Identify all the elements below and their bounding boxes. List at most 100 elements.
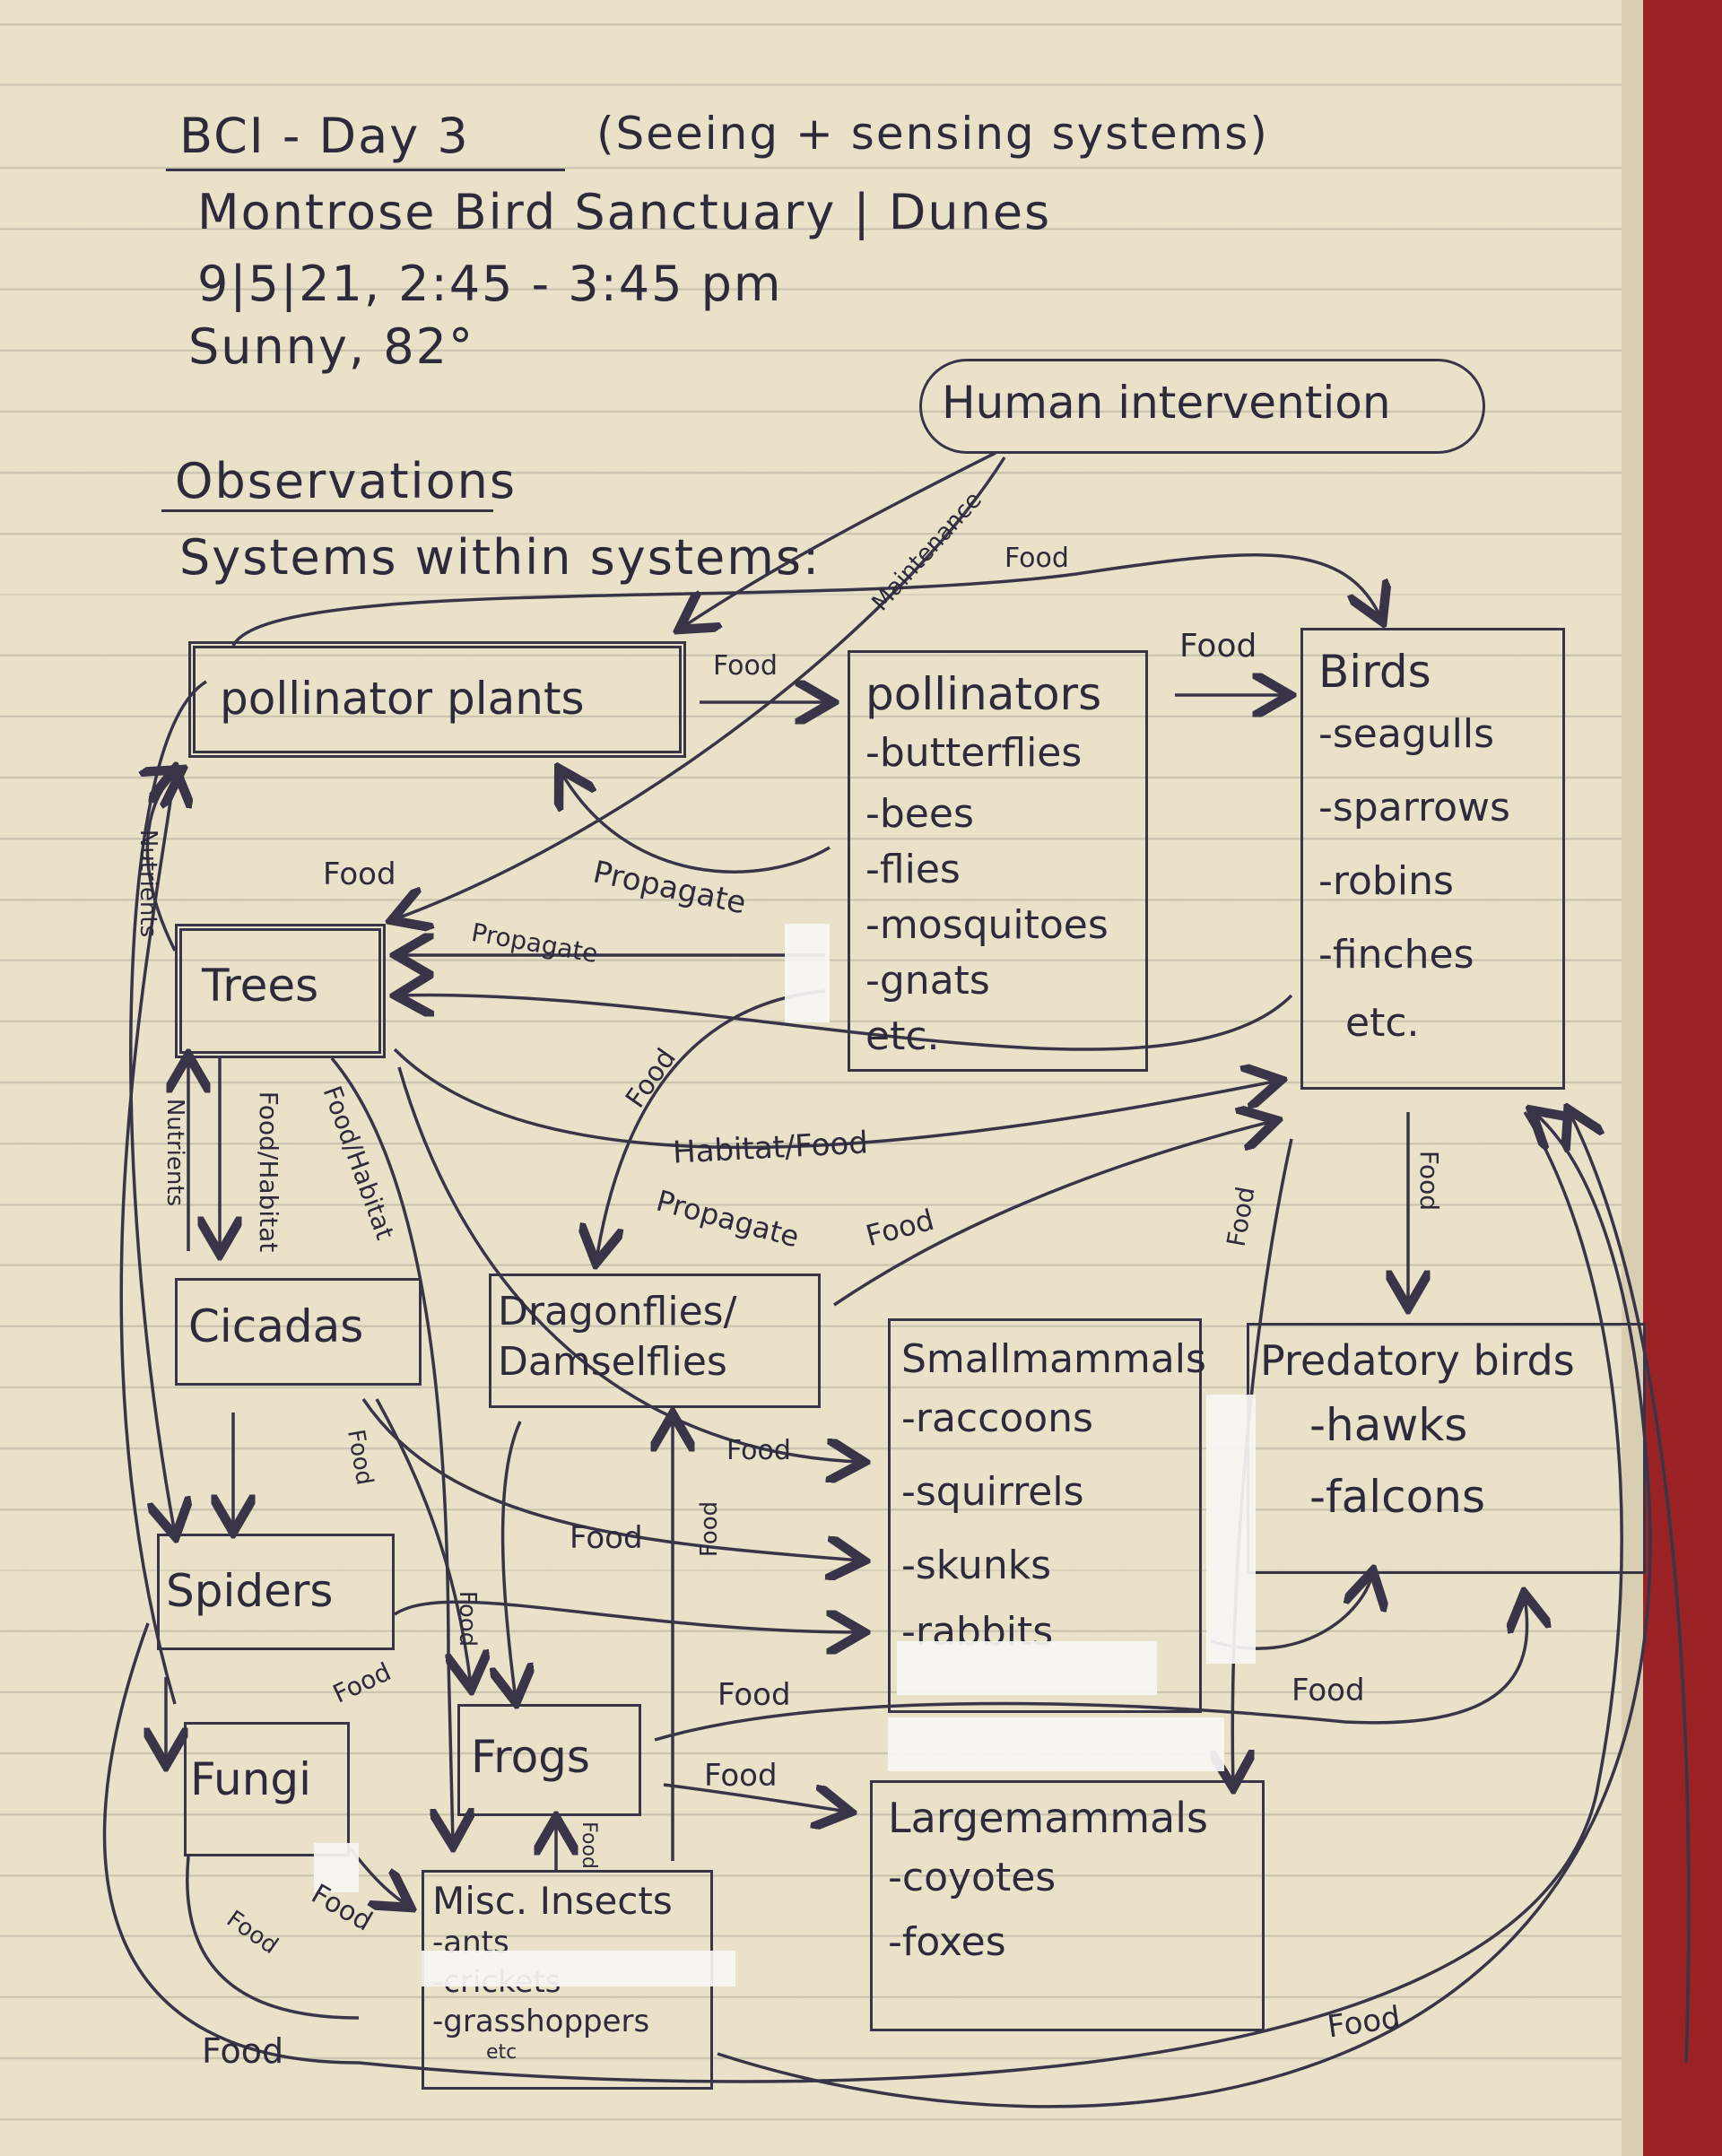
bird-item: etc. — [1345, 1000, 1420, 1046]
small-mammal-item: -raccoons — [901, 1395, 1093, 1441]
edge-label-food: Food — [713, 650, 778, 682]
arrow-trees-small-mammals — [397, 1066, 861, 1462]
bird-item: -seagulls — [1318, 711, 1495, 757]
birds-list: Birds -seagulls -sparrows -robins -finch… — [1318, 646, 1510, 1055]
small-mammals-box — [888, 1318, 1202, 1713]
pollinators-box — [848, 650, 1148, 1072]
misc-insects-list: Misc. Insects -ants -crickets -grasshopp… — [432, 1879, 673, 2065]
edge-label-food: Food — [718, 1677, 791, 1713]
predatory-birds-title: Predatory birds — [1260, 1336, 1575, 1385]
arrow-human-plants — [682, 451, 996, 628]
arrow-birds-trees — [399, 995, 1293, 1051]
edge-label-food: Food — [726, 1435, 791, 1466]
large-mammal-item: -foxes — [888, 1919, 1006, 1965]
edge-label-food: Food — [1004, 543, 1069, 574]
page-subtitle: (Seeing + sensing systems) — [596, 108, 1269, 160]
arrow-dragonflies-birds — [833, 1121, 1274, 1307]
bird-item: -robins — [1318, 858, 1454, 904]
tape-patch — [1206, 1395, 1256, 1664]
title-underline — [166, 169, 565, 171]
large-mammals-box — [870, 1780, 1265, 2031]
pollinators-list: pollinators -butterflies -bees -flies -m… — [865, 668, 1109, 1065]
spiders-label: Spiders — [166, 1565, 334, 1617]
cicadas-label: Cicadas — [188, 1300, 364, 1352]
notebook-cover — [1643, 0, 1722, 2156]
pollinator-item: -gnats — [865, 958, 990, 1004]
edge-label-food: Food — [704, 1758, 778, 1794]
arrow-loop-birds — [1570, 1112, 1691, 2064]
edge-label-food: Food — [323, 856, 396, 892]
small-mammals-list: Smallmammals -raccoons -squirrels -skunk… — [901, 1336, 1206, 1662]
page-title: BCI - Day 3 — [179, 108, 470, 164]
tape-patch — [888, 1717, 1224, 1771]
arrow-pollinators-dragonflies — [596, 989, 826, 1260]
cicadas-box — [175, 1278, 422, 1386]
arrow-plants-food-birds — [231, 552, 1381, 647]
arrow-plants-spiders — [129, 680, 207, 1534]
birds-title: Birds — [1318, 646, 1431, 698]
edge-label-food: Food — [696, 1500, 724, 1558]
pollinator-item: -butterflies — [865, 730, 1083, 776]
arrow-frogs-large-mammals — [663, 1783, 848, 1812]
trees-box — [175, 924, 386, 1058]
pollinator-item: -mosquitoes — [865, 902, 1109, 948]
frogs-label: Frogs — [471, 1731, 590, 1783]
datetime-text: 9|5|21, 2:45 - 3:45 pm — [197, 256, 783, 312]
edge-label-food: Food — [1179, 628, 1257, 665]
edge-label-nutrients: Nutrients — [161, 1098, 189, 1207]
arrow-human-trees — [395, 456, 1006, 919]
pollinators-title: pollinators — [865, 668, 1102, 720]
large-mammal-item: -coyotes — [888, 1855, 1057, 1900]
page-edge — [1622, 0, 1643, 2156]
location-text: Montrose Bird Sanctuary | Dunes — [197, 184, 1052, 240]
arrow-dragonflies-frogs — [503, 1421, 520, 1700]
fungi-label: Fungi — [190, 1753, 312, 1805]
arrow-insects-birds — [717, 1112, 1652, 2108]
pollinator-item: -flies — [865, 847, 961, 892]
tape-patch — [897, 1641, 1157, 1695]
edge-label-food-habitat: Food/Habitat — [254, 1091, 284, 1253]
pollinator-plants-label: pollinator plants — [220, 673, 585, 725]
bird-item: -sparrows — [1318, 785, 1510, 830]
human-intervention-oval — [919, 359, 1485, 454]
systems-heading: Systems within systems: — [179, 529, 822, 586]
misc-insect-item: -grasshoppers — [432, 2004, 650, 2039]
edge-label-food: Food — [1292, 1673, 1365, 1708]
edge-label-food: Food — [577, 1821, 600, 1869]
arrow-frogs-predatory — [654, 1596, 1527, 1742]
large-mammals-list: Largemammals -coyotes -foxes — [888, 1794, 1208, 1971]
human-intervention-label: Human intervention — [942, 377, 1391, 429]
predatory-bird-item: -falcons — [1309, 1471, 1485, 1523]
spiders-box — [157, 1534, 395, 1650]
tape-patch — [785, 924, 830, 1022]
observations-heading: Observations — [175, 453, 517, 509]
arrow-spiders-small-mammals — [394, 1600, 861, 1632]
arrow-trees-birds — [393, 1048, 1278, 1150]
arrow-cicadas-frogs — [375, 1398, 471, 1686]
dragonflies-label: Dragonflies/ Damselflies — [498, 1289, 737, 1385]
large-mammals-title: Largemammals — [888, 1794, 1208, 1842]
trees-label: Trees — [202, 960, 319, 1012]
arrow-pollinators-plants — [561, 771, 831, 874]
observations-underline — [161, 509, 493, 512]
weather-text: Sunny, 82° — [188, 318, 474, 375]
pollinator-item: etc. — [865, 1013, 940, 1059]
misc-insect-item: etc — [486, 2041, 517, 2064]
small-mammals-title: Smallmammals — [901, 1336, 1206, 1382]
edge-label-nutrients: Nutrients — [135, 829, 162, 938]
predatory-bird-item: -hawks — [1309, 1399, 1468, 1451]
arrow-spiders-large-loop — [102, 1111, 1623, 2083]
edge-label-food: Food — [1414, 1150, 1445, 1212]
tape-patch — [422, 1951, 735, 1986]
pollinator-item: -bees — [865, 791, 974, 837]
edge-label-food: Food — [202, 2031, 284, 2071]
arrow-cicadas-small-mammals — [361, 1398, 861, 1560]
dragonflies-box — [489, 1274, 821, 1408]
birds-box — [1300, 628, 1565, 1090]
small-mammal-item: -skunks — [901, 1543, 1052, 1588]
arrow-fungi-plants — [119, 771, 175, 1705]
pollinator-plants-box — [188, 641, 686, 758]
misc-insects-title: Misc. Insects — [432, 1879, 673, 1923]
edge-label-food: Food — [454, 1590, 482, 1647]
